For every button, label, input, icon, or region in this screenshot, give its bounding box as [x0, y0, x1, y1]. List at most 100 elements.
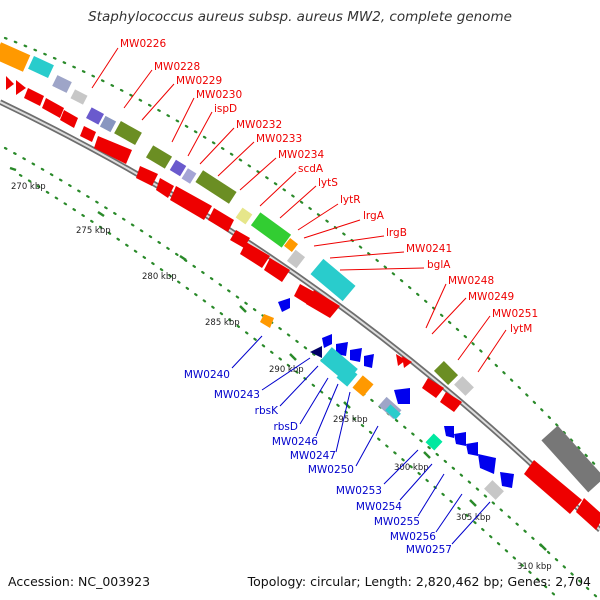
gene-label: rbsK — [255, 405, 279, 417]
tick-mark — [469, 499, 477, 507]
forward-gene-arrow — [136, 166, 158, 186]
backbone-inner-edge — [0, 101, 600, 531]
leader-line — [199, 127, 235, 165]
dotted-guides — [3, 36, 600, 600]
leader-line — [435, 493, 463, 533]
leader-line — [417, 473, 445, 517]
feature-box — [52, 75, 72, 93]
tick-label: 300 kbp — [394, 463, 429, 473]
forward-gene-labels: MW0226 MW0228 MW0229 MW0230 ispD MW0232 … — [91, 38, 538, 373]
reverse-gene-box — [484, 480, 504, 500]
map-title: Staphylococcus aureus subsp. aureus MW2,… — [88, 9, 512, 25]
forward-gene-arrow — [80, 126, 96, 142]
feature-box — [181, 168, 197, 184]
leader-line — [335, 391, 351, 453]
gene-label: lrgA — [363, 210, 385, 222]
reverse-gene-box — [425, 433, 443, 451]
tick-mark — [97, 210, 105, 218]
reverse-gene-box — [336, 365, 358, 387]
tick-mark — [239, 305, 247, 313]
leader-line — [399, 463, 433, 501]
reverse-gene-arrow — [364, 354, 374, 368]
tick-mark — [9, 166, 17, 172]
gene-label: MW0241 — [406, 243, 452, 255]
reverse-gene-arrow — [500, 472, 514, 488]
forward-gene-arrow — [440, 392, 462, 412]
leader-line — [451, 501, 491, 545]
dotted-guide-inner-2 — [18, 173, 562, 600]
reverse-gene-arrow — [278, 298, 290, 312]
feature-box — [283, 237, 299, 253]
tick-mark — [289, 353, 297, 361]
gene-label: MW0228 — [154, 61, 200, 73]
leader-line — [91, 47, 119, 89]
gene-label: MW0243 — [214, 389, 260, 401]
feature-box — [70, 89, 88, 105]
gene-label: MW0257 — [406, 544, 452, 556]
leader-line — [297, 203, 339, 231]
leader-line — [457, 315, 491, 361]
genome-backbone — [0, 99, 600, 532]
tick-mark — [423, 451, 431, 459]
gene-label: MW0229 — [176, 75, 222, 87]
dotted-guide-outer — [3, 36, 600, 472]
forward-gene-arrow — [576, 498, 600, 530]
gene-label: MW0232 — [236, 119, 282, 131]
gene-label: MW0249 — [468, 291, 514, 303]
forward-gene-arrow — [402, 356, 412, 368]
tick-label: 285 kbp — [205, 318, 240, 328]
feature-box — [454, 376, 474, 396]
reverse-gene-arrow — [260, 314, 274, 328]
forward-gene-arrow — [156, 178, 174, 198]
gene-label: MW0226 — [120, 38, 166, 50]
tick-label: 275 kbp — [76, 226, 111, 236]
gene-label: lrgB — [386, 227, 407, 239]
gene-label: MW0251 — [492, 308, 538, 320]
gene-label: MW0250 — [308, 464, 354, 476]
gene-label: bglA — [427, 259, 451, 271]
gene-label: MW0247 — [290, 450, 336, 462]
forward-gene-arrow — [524, 460, 582, 514]
tick-label: 295 kbp — [333, 415, 368, 425]
feature-box — [86, 107, 104, 125]
leader-line — [279, 185, 317, 219]
dotted-guide-inner-1 — [3, 146, 600, 600]
gene-label: lytR — [340, 194, 361, 206]
forward-strand-genes — [6, 76, 600, 530]
reverse-gene-arrow — [466, 442, 478, 456]
tick-mark — [179, 254, 187, 262]
leader-line — [187, 111, 213, 157]
gene-label: MW0233 — [256, 133, 302, 145]
leader-line — [329, 251, 405, 259]
gene-label: MW0230 — [196, 89, 242, 101]
leader-line — [261, 357, 311, 391]
gene-label: MW0246 — [272, 436, 318, 448]
leader-line — [259, 171, 297, 207]
reverse-gene-box — [385, 404, 401, 420]
gene-label: MW0240 — [184, 369, 230, 381]
tick-label: 290 kbp — [269, 365, 304, 375]
genome-summary: Topology: circular; Length: 2,820,462 bp… — [247, 574, 591, 589]
reverse-gene-labels: MW0240 MW0243 rbsK rbsD MW0246 MW0247 MW… — [184, 335, 491, 556]
reverse-gene-arrow — [478, 454, 496, 474]
forward-gene-arrow — [24, 88, 44, 106]
position-ticks — [9, 166, 547, 551]
feature-box — [310, 258, 356, 302]
forward-gene-arrow — [240, 242, 270, 268]
feature-box — [145, 145, 173, 169]
forward-gene-arrow — [60, 110, 78, 128]
feature-box — [195, 170, 237, 204]
feature-box — [235, 207, 253, 225]
leader-line — [303, 219, 361, 239]
reverse-gene-arrow — [444, 426, 454, 438]
forward-gene-arrow — [16, 80, 26, 95]
gene-label: MW0256 — [390, 531, 436, 543]
feature-box — [99, 115, 117, 133]
gene-label: MW0254 — [356, 501, 402, 513]
tick-mark — [539, 543, 547, 551]
gene-label: MW0253 — [336, 485, 382, 497]
leader-line — [431, 297, 467, 335]
gene-label: rbsD — [273, 421, 298, 433]
gene-label: MW0234 — [278, 149, 324, 161]
reverse-gene-arrow — [310, 346, 322, 358]
